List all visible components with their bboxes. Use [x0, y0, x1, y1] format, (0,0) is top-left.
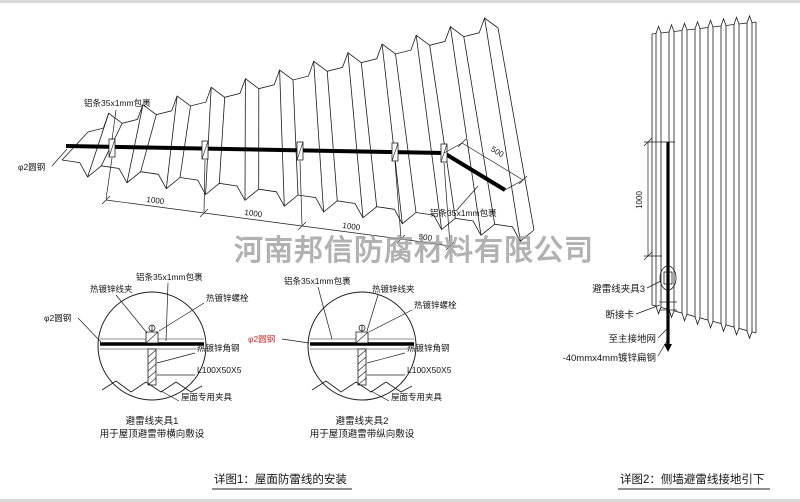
- detail2-subtitle: 用于屋顶避雷带纵向敷设: [310, 428, 415, 440]
- label-rod-1: φ2圆钢: [44, 313, 71, 323]
- detail1-subtitle: 用于屋顶避雷带横向敷设: [100, 428, 205, 440]
- dim-500-right: 500: [489, 145, 506, 160]
- detail2-leader-lines: [281, 286, 413, 402]
- label-rod-2: φ2圆钢: [248, 334, 275, 344]
- caption-detail1-group: 详图1：屋面防雷线的安装: [212, 472, 352, 490]
- label-wire-clip-2: 热镀锌线夹: [372, 284, 415, 294]
- dim-500-a: 500: [418, 232, 433, 243]
- label-wrap-1: 铝条35x1mm包裹: [136, 272, 203, 282]
- roof-corrugated-sheet: [61, 17, 535, 242]
- label-flat-steel: -40mmx4mm镀锌扁钢: [563, 352, 656, 364]
- label-bolt-2: 热镀锌螺栓: [414, 300, 457, 310]
- caption-detail1: 详图1：屋面防雷线的安装: [214, 472, 347, 486]
- label-round-steel-roof: φ2圆钢: [18, 162, 45, 172]
- detail2-title: 避雷线夹具2: [336, 415, 389, 427]
- wall-dim-1000: 1000: [635, 191, 644, 209]
- label-angle-size-1: L100X50X5: [197, 365, 242, 375]
- label-disconnect-card: 断接卡: [605, 309, 634, 321]
- roof-dimension-chain: [101, 138, 528, 251]
- dim-1000-a: 1000: [146, 195, 165, 206]
- detail-circle-1: [97, 291, 207, 401]
- detail-circle-2: [307, 291, 417, 401]
- label-angle-steel-1: 热镀锌角钢: [197, 343, 240, 353]
- caption-detail2-group: 详图2：侧墙避雷线接地引下: [618, 472, 770, 490]
- ground-arrow: [664, 344, 672, 352]
- label-clamp3: 避雷线夹具3: [592, 283, 645, 295]
- label-wire-clip-1: 热镀锌线夹: [90, 284, 133, 294]
- label-roof-clamp-2: 屋面专用夹具: [391, 392, 443, 402]
- wall-corrugated-sheet: [651, 14, 757, 340]
- detail1-labels: 热镀锌线夹 铝条35x1mm包裹 热镀锌螺栓 φ2圆钢 热镀锌角钢 L100X5…: [44, 272, 249, 440]
- label-wrap-2: 铝条35x1mm包裹: [284, 276, 351, 286]
- wall-clamp-symbol: [659, 265, 677, 291]
- label-angle-steel-2: 热镀锌角钢: [407, 343, 450, 353]
- lightning-wire-roof: [65, 144, 507, 192]
- scan-edge-top: [0, 0, 800, 3]
- label-bolt-1: 热镀锌螺栓: [206, 293, 249, 303]
- label-roof-clamp-1: 屋面专用夹具: [181, 392, 233, 402]
- label-aluminum-wrap-top: 铝条35x1mm包裹: [84, 98, 151, 108]
- dim-1000-c: 1000: [342, 221, 361, 232]
- dim-1000-b: 1000: [244, 208, 263, 219]
- label-aluminum-wrap-bottom: 铝条35x1mm包裹: [430, 208, 497, 218]
- roof-leader-lines: [51, 109, 479, 212]
- label-angle-size-2: L100X50X5: [407, 365, 452, 375]
- wall-leader-lines: [635, 280, 668, 357]
- detail1-leader-lines: [77, 282, 205, 402]
- detail2-labels: 铝条35x1mm包裹 热镀锌线夹 热镀锌螺栓 φ2圆钢 热镀锌角钢 L100X5…: [248, 276, 457, 440]
- wall-conductor-group: [659, 141, 677, 352]
- scan-edge-bottom: [0, 499, 800, 502]
- wall-labels: 1000 避雷线夹具3 断接卡 至主接地网 -40mmx4mm镀锌扁钢: [563, 191, 656, 364]
- roof-labels: 铝条35x1mm包裹 φ2圆钢 铝条35x1mm包裹 1000 1000 100…: [18, 98, 506, 243]
- caption-detail2: 详图2：侧墙避雷线接地引下: [620, 472, 764, 486]
- wall-dimension: [643, 137, 662, 261]
- detail1-title: 避雷线夹具1: [126, 415, 179, 427]
- label-to-ground-grid: 至主接地网: [608, 333, 656, 345]
